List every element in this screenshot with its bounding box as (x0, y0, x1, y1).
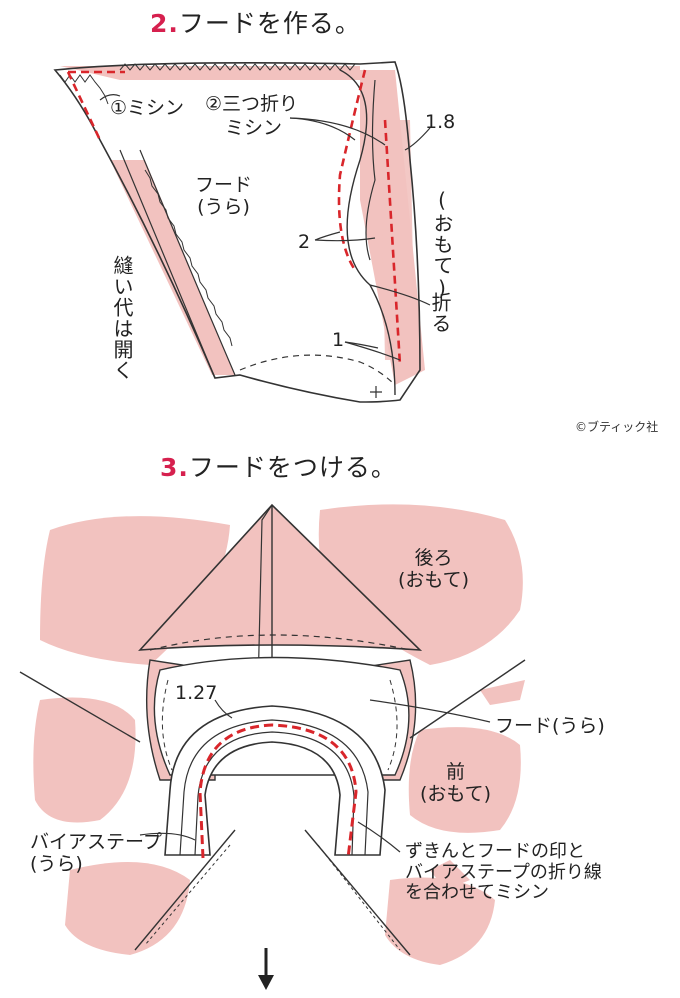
step3-stitch (198, 723, 358, 859)
step3-label-bias: バイアステープ (うら) (30, 831, 162, 876)
step3-front-right-blob (408, 727, 521, 833)
step2-label-machine2-line1: ②三つ折り (205, 93, 299, 115)
step2-label-hood: フード (うら) (195, 174, 253, 219)
step3-lower-left-blob (65, 862, 190, 955)
step2-inner-strip-fill (380, 120, 415, 360)
step3-label-note: ずきんとフードの印と バイアステープの折り線 を合わせてミシン (405, 841, 602, 904)
step3-label-front-line2: (おもて) (420, 782, 492, 805)
step2-diagram (53, 61, 431, 403)
step3-label-front: 前 (おもて) (420, 761, 492, 806)
step3-label-hood-wrong: フード(うら) (495, 715, 605, 737)
step3-number: 3. (160, 453, 189, 482)
step2-title: 2.フードを作る。 (150, 4, 361, 40)
step2-label-fold: 折る (428, 292, 452, 334)
copyright: ©ブティック社 (575, 420, 659, 434)
step3-label-note-line1: ずきんとフードの印と (405, 841, 585, 862)
step2-left-seam-fill (110, 160, 235, 375)
step2-label-hood-line2: (うら) (197, 195, 250, 218)
step2-stitch-2 (337, 69, 367, 271)
step2-label-outer: (おもて) (430, 188, 454, 301)
step3-label-dim-1-27: 1.27 (175, 682, 218, 704)
step2-title-text: フードを作る。 (178, 9, 361, 38)
step3-front-left-blob (33, 697, 136, 823)
step2-label-dim-2: 2 (298, 231, 311, 253)
step2-label-machine2-line2: ミシン (225, 117, 283, 139)
step2-top-seam-fill (60, 66, 360, 80)
step2-stitch-3 (383, 119, 402, 366)
step3-lower-right-blob (385, 877, 495, 965)
step3-label-back: 後ろ (おもて) (398, 547, 470, 592)
step3-hood-triangle (138, 503, 423, 651)
step3-title-text: フードをつける。 (188, 453, 397, 482)
step2-hood-outline (53, 61, 421, 403)
step3-label-note-line3: を合わせてミシン (405, 882, 549, 904)
step2-number: 2. (150, 9, 179, 38)
step3-label-back-line1: 後ろ (414, 547, 453, 569)
step2-label-hood-line1: フード (195, 174, 253, 196)
step3-label-note-line2: バイアステープの折り線 (405, 861, 602, 883)
step2-label-dim-1: 1 (332, 329, 345, 351)
step2-label-dim-1-8: 1.8 (425, 111, 456, 133)
step3-label-front-line1: 前 (446, 761, 466, 783)
step3-label-bias-line1: バイアステープ (30, 831, 162, 853)
step2-stitch-1 (66, 70, 125, 141)
step3-label-back-line2: (おもて) (398, 568, 470, 591)
step2-label-machine1: ①ミシン (110, 97, 185, 119)
step3-title: 3.フードをつける。 (160, 448, 397, 484)
step3-label-bias-line2: (うら) (30, 852, 83, 875)
step2-label-seam-open: 縫い代は開く (110, 255, 134, 381)
